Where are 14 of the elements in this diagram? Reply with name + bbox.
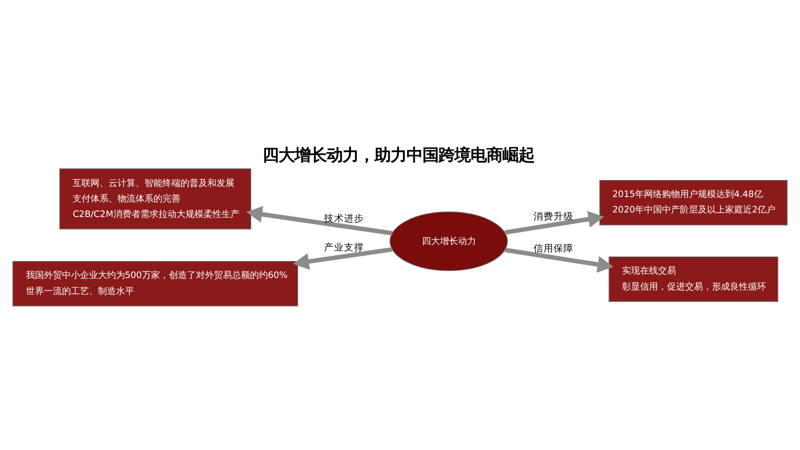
node-box: 我国外贸中小企业大约为500万家，创造了对外贸易总额的约60% 世界一流的工艺、制造水平 bbox=[12, 260, 298, 306]
edge-label: 信用保障 bbox=[534, 242, 574, 254]
node-box: 实现在线交易 彰显信用，促进交易，形成良性循环 bbox=[608, 256, 778, 302]
edge-label: 技术进步 bbox=[324, 213, 364, 224]
edge-label: 产业支撑 bbox=[324, 242, 364, 254]
edge-label: 消费升级 bbox=[534, 210, 574, 222]
arrow bbox=[504, 210, 604, 234]
diagram-title: 四大增长动力，助力中国跨境电商崛起 bbox=[262, 144, 534, 164]
arrow bbox=[504, 247, 614, 272]
arrow bbox=[246, 206, 393, 235]
node-ellipse: 四大增长动力 bbox=[390, 211, 508, 271]
arrow bbox=[292, 246, 393, 270]
node-box: 2015年网络购物用户规模达到4.48亿 2020年中国中产阶层及以上家庭近2亿户 bbox=[599, 179, 788, 225]
node-box: 互联网、云计算、智能终端的普及和发展 支付体系、物流体系的完善 C2B/C2M消费者需求拉动大规模柔性生产 bbox=[59, 168, 252, 229]
